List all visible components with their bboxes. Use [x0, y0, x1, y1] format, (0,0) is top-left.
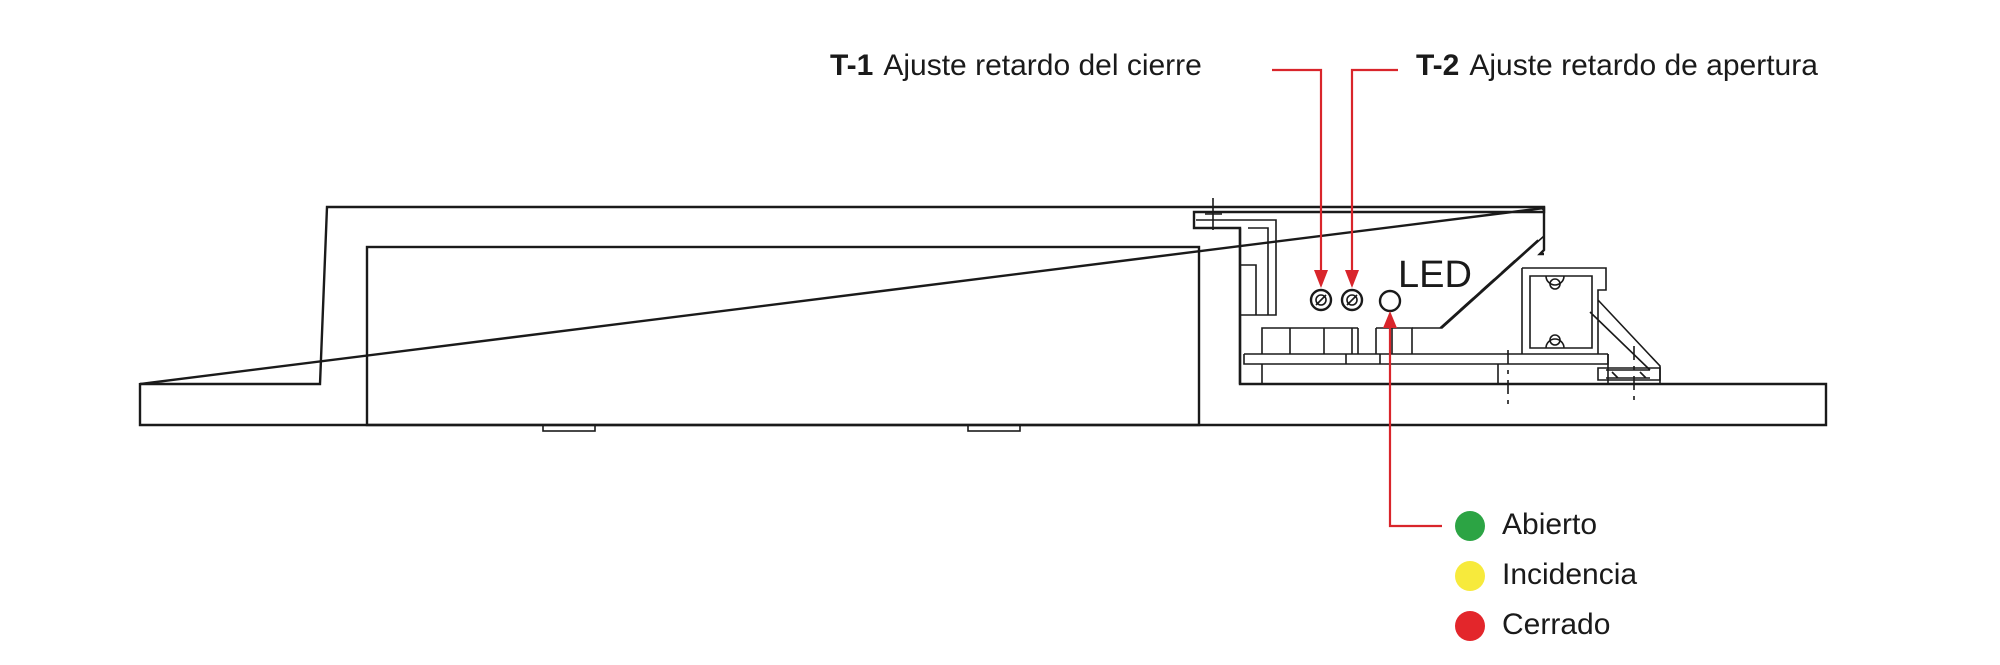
- callout-t2: T-2 Ajuste retardo de apertura: [1416, 49, 1818, 82]
- pcb: [1243, 353, 1609, 384]
- callout-t1-label: Ajuste retardo del cierre: [883, 49, 1202, 82]
- legend-dot-abierto: [1455, 511, 1485, 541]
- led-label: LED: [1398, 254, 1472, 296]
- legend-label-incidencia: Incidencia: [1502, 558, 1637, 591]
- screw-t2-core: [1346, 294, 1358, 306]
- callout-t2-label: Ajuste retardo de apertura: [1469, 49, 1818, 82]
- screw-t1-slot: [1315, 294, 1327, 306]
- legend-label-cerrado: Cerrado: [1502, 608, 1610, 641]
- foot-right: [967, 424, 1021, 432]
- clip: [1196, 198, 1277, 316]
- leader-t1: [1272, 68, 1328, 288]
- screw-t2-ring: [1340, 288, 1364, 312]
- slanted-dash: [1459, 255, 1521, 311]
- housing-outline: [138, 206, 1828, 427]
- screw-t1[interactable]: [1309, 288, 1333, 312]
- led-legend: Abierto Incidencia Cerrado: [1455, 508, 1637, 641]
- legend-dot-incidencia: [1455, 561, 1485, 591]
- led-indicator: [1378, 289, 1402, 313]
- housing-top: [140, 205, 1546, 386]
- legend-label-abierto: Abierto: [1502, 508, 1597, 541]
- screw-t2[interactable]: [1340, 288, 1364, 312]
- inner-cover: [365, 245, 1201, 427]
- callout-t1-code: T-1: [830, 49, 873, 82]
- callout-t2-code: T-2: [1416, 49, 1459, 82]
- mechanism-hole-top: [1549, 278, 1561, 290]
- callout-t1: T-1 Ajuste retardo del cierre: [830, 49, 1202, 82]
- leader-t2: [1345, 68, 1398, 288]
- screw-t2-slot: [1346, 294, 1358, 306]
- latch: [1597, 367, 1661, 381]
- mechanism: [1521, 267, 1661, 384]
- foot-left: [542, 424, 596, 432]
- device-body: [138, 198, 1828, 432]
- legend-dot-cerrado: [1455, 611, 1485, 641]
- mechanism-hole-bottom: [1549, 334, 1561, 346]
- screw-t1-core: [1315, 294, 1327, 306]
- leader-led: [1383, 311, 1442, 528]
- screw-t1-ring: [1309, 288, 1333, 312]
